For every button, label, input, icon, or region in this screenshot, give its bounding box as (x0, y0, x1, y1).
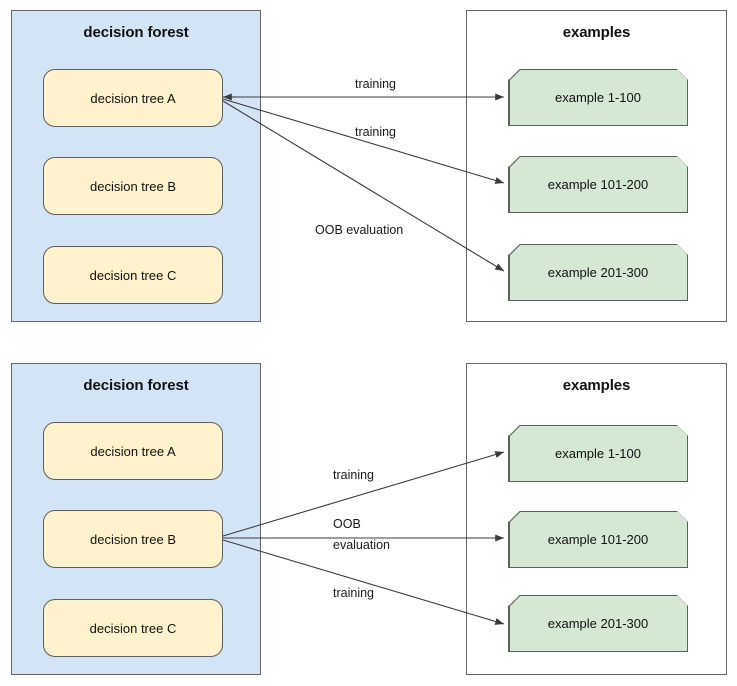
example-box-1-100[interactable]: example 1-100 (508, 69, 688, 126)
example-box-201-300[interactable]: example 201-300 (508, 595, 688, 652)
tree-box-c[interactable]: decision tree C (43, 246, 223, 304)
edge-tree-a-to-example-201-300[interactable] (222, 100, 505, 272)
tree-box-b[interactable]: decision tree B (43, 157, 223, 215)
panel-title-decision-forest: decision forest (83, 24, 189, 41)
tree-box-a-label: decision tree A (90, 443, 176, 459)
panel-title-examples: examples (562, 377, 631, 394)
example-box-1-100[interactable]: example 1-100 (508, 425, 688, 482)
tree-box-a[interactable]: decision tree A (43, 69, 223, 127)
edge-label-training-2: training (333, 586, 374, 600)
decision-forest-panel: decision forest decision tree A decision… (11, 10, 261, 322)
edge-label-training-2: training (355, 125, 396, 139)
edge-label-evaluation: evaluation (333, 538, 390, 552)
connector-layer-bottom (222, 451, 505, 625)
tree-box-c-label: decision tree C (89, 620, 177, 636)
tree-box-a[interactable]: decision tree A (43, 422, 223, 480)
tree-box-c-label: decision tree C (89, 267, 177, 283)
edge-label-training-1: training (355, 77, 396, 91)
diagram-bottom: decision forest decision tree A decision… (0, 343, 737, 685)
panel-title-decision-forest: decision forest (83, 377, 189, 394)
edge-tree-b-to-example-201-300[interactable] (222, 539, 505, 625)
examples-panel: examples example 1-100 example 101-200 e… (466, 10, 727, 322)
tree-box-b-label: decision tree B (90, 531, 176, 547)
tree-box-b-label: decision tree B (90, 178, 176, 194)
tree-box-c[interactable]: decision tree C (43, 599, 223, 657)
edge-label-training-1: training (333, 468, 374, 482)
examples-panel: examples example 1-100 example 101-200 e… (466, 363, 727, 675)
edge-label-oob-evaluation: OOB evaluation (315, 223, 404, 237)
diagram-top: decision forest decision tree A decision… (11, 10, 727, 322)
edge-label-oob: OOB (333, 517, 361, 531)
connector-layer-top (222, 93, 505, 272)
tree-box-a-label: decision tree A (90, 90, 176, 106)
example-box-101-200[interactable]: example 101-200 (508, 511, 688, 568)
edge-tree-a-to-example-101-200[interactable] (222, 98, 505, 184)
panel-title-examples: examples (562, 24, 631, 41)
tree-box-b[interactable]: decision tree B (43, 510, 223, 568)
edge-tree-b-to-example-1-100[interactable] (222, 451, 505, 537)
decision-forest-panel: decision forest decision tree A decision… (11, 363, 261, 675)
